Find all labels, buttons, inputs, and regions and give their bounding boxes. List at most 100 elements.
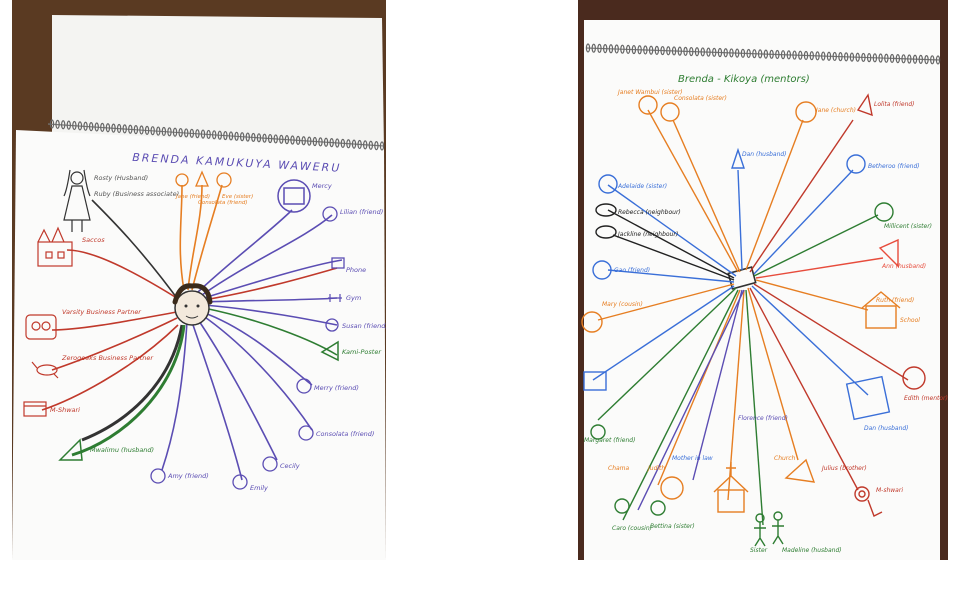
spiral-loop [94,122,99,132]
node-label: Mary (cousin) [602,301,643,308]
spiral-loop [234,131,239,141]
right-drawing-canvas: Brenda - Kikoya (mentors) [581,20,948,560]
circle-node [902,366,926,390]
spiral-loop [267,133,273,144]
node-label: Gym [346,294,361,302]
center-person-face [172,283,213,326]
spiral-loop [603,43,608,54]
green-triangle-node [320,340,339,362]
spiral-loop [279,134,284,144]
spiral-loop [746,48,751,59]
spiral-loop [290,135,295,145]
spiral-loop [335,138,340,148]
spiral-loop [861,52,866,63]
stick-figures-icon [754,511,784,547]
spiral-loop [826,51,832,61]
node-label: Dan (husband) [864,425,909,432]
spiral-loop [614,44,619,54]
node-label: Church [774,455,796,462]
spiral-loop [133,124,139,135]
spiral-binding [585,43,941,65]
spiral-loop [907,54,912,64]
mshwari-icon [854,486,883,517]
node-label: Florence (friend) [738,415,788,422]
spiral-loop [912,54,918,64]
node-label: Mercy [312,182,332,190]
node-label: Gao (friend) [614,267,650,274]
node-label: Jackline (neighbour) [617,231,678,238]
spiral-loop [620,44,625,54]
circle-node [581,311,603,333]
circle-node [296,378,312,394]
spiral-loop [849,52,855,62]
spiral-loop [239,132,245,142]
circle-node [262,456,278,472]
spiral-loop [683,46,688,56]
node-labels: Janet Wambui (sister) Consolata (sister)… [584,89,948,554]
spiral-loop [379,141,385,151]
spiral-loop [700,47,705,57]
spiral-loop [729,48,734,58]
node-label: Saccos [82,236,105,244]
mshwari-box-icon [23,401,47,417]
circle-node [590,424,606,440]
node-label: Mwalimu (husband) [90,446,154,454]
node-label: Consolata (friend) [198,200,247,206]
spiral-loop [122,124,127,134]
node-label: Susan (friend) [342,322,386,330]
node-label: Millicent (sister) [884,223,932,230]
node-label: M-Shwari [50,406,80,414]
node-label: Ruth (friend) [876,297,914,304]
spiral-loop [798,50,803,60]
node-label: Janet Wambui (sister) [617,89,683,96]
node-label: Ruby (Business associate) [94,190,179,198]
triangle-node [878,238,899,268]
circle-node [175,173,189,187]
spiral-binding [47,119,385,151]
orange-triangle-node [195,170,209,187]
network-nodes [23,169,345,490]
spiral-loop [262,133,267,143]
spiral-loop [821,51,826,61]
spiral-loop [105,123,111,133]
circle-node [874,202,894,222]
spiral-loop [167,127,172,137]
spiral-loop [935,55,941,65]
spiral-loop [889,53,895,64]
node-label: Merry (friend) [314,384,359,392]
square-node [583,371,607,391]
node-label: Bettina (sister) [650,523,695,530]
spiral-loop [930,55,935,65]
spiral-loop [184,128,189,138]
spiral-loop [780,50,786,60]
node-label: Phone [346,266,366,274]
spiral-loop [757,49,763,59]
circle-node [846,154,866,174]
node-label: Judith [647,465,665,472]
spiral-loop [809,51,814,61]
node-label: Jane (friend) [175,194,210,200]
left-drawing-canvas: BRENDA KAMUKUYA WAWERU [12,15,386,560]
spiral-loop [648,45,654,55]
spiral-loop [368,140,374,150]
node-label: M-shwari [876,487,903,494]
spiral-loop [654,45,660,55]
left-network-drawing-photo: BRENDA KAMUKUYA WAWERU [12,0,386,560]
castle-icon [37,226,73,267]
spiral-loop [323,137,329,147]
spiral-loop [832,51,837,62]
spiral-loop [734,48,740,58]
node-label: Chama [608,465,630,472]
animal-icon [31,361,59,379]
spiral-loop [643,45,648,55]
spiral-loop [855,52,860,62]
spiral-loop [256,133,262,143]
spiral-loop [144,125,150,135]
spiral-loop [189,128,195,138]
spiral-loop [608,44,614,54]
triangle-node [856,93,873,117]
node-label: Adelaide (sister) [617,183,667,190]
spiral-loop [195,129,200,139]
circle-node [660,476,684,500]
spiral-loop [717,47,723,58]
